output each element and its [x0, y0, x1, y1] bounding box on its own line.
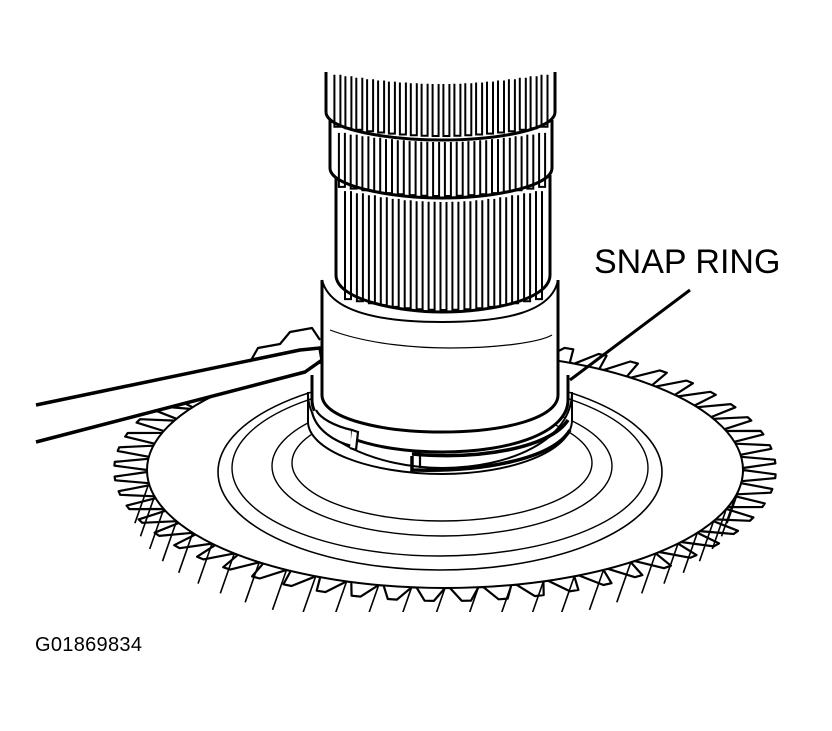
gear-flank-line [271, 569, 288, 611]
spline-tooth [463, 201, 472, 311]
shaft-smooth-section [320, 279, 560, 434]
spline-tooth [540, 74, 549, 128]
spline-tooth [396, 140, 405, 196]
spline-tooth [367, 195, 376, 305]
spline-tooth [497, 80, 505, 134]
gear-flank-line [244, 562, 260, 603]
gear-flank-line [134, 482, 150, 524]
gear-flank-line [368, 584, 380, 612]
spline-tooth [420, 141, 429, 197]
spline-tooth [538, 132, 547, 188]
snap-ring [310, 409, 572, 472]
spline-tooth [464, 83, 473, 137]
gear-flank-line [501, 584, 513, 612]
spline-tooth [439, 202, 448, 311]
spline-tooth [523, 193, 532, 303]
spline-tooth [379, 197, 388, 307]
spline-tooth [398, 82, 407, 136]
spline-teeth-middle [337, 132, 547, 197]
spline-tooth [511, 195, 520, 305]
snap-ring-callout: SNAP RING [569, 243, 780, 382]
spline-tooth [366, 79, 375, 133]
gear-flank-line [682, 532, 699, 574]
gear-flank-line [726, 482, 742, 524]
spline-tooth [385, 139, 393, 195]
gear-flank-line [588, 569, 605, 611]
spline-tooth [373, 137, 382, 193]
gear-flank-line [698, 520, 715, 562]
spline-tooth [467, 141, 476, 197]
spline-tooth [487, 198, 496, 308]
spline-tooth [427, 201, 436, 311]
spline-tooth [529, 76, 538, 130]
gear-flank-line [219, 553, 236, 594]
figure-id: G01869834 [35, 634, 143, 656]
spline-tooth [337, 132, 346, 188]
spline-teeth-upper [333, 74, 549, 137]
spline-tooth [502, 137, 511, 193]
gear-flank-line [531, 581, 545, 612]
spline-tooth [514, 136, 523, 192]
gear-flank-line [711, 508, 728, 550]
spline-tooth [344, 76, 353, 130]
callout-leader-line [569, 288, 691, 382]
spline-tooth [518, 77, 527, 131]
spline-tooth [526, 134, 535, 190]
spline-tooth [451, 201, 460, 311]
spline-tooth [349, 134, 358, 190]
spline-tooth [432, 142, 441, 197]
spline-tooth [535, 191, 543, 301]
gear-flank-line [402, 587, 413, 612]
spline-tooth [455, 141, 464, 197]
spline-tooth [355, 193, 364, 303]
spline-tooth [408, 141, 417, 197]
spline-tooth [486, 81, 494, 135]
spline-tooth [443, 142, 452, 197]
spline-tooth [409, 83, 418, 137]
splined-shaft [324, 72, 557, 314]
spline-tooth [442, 84, 451, 137]
gear-flank-line [640, 553, 657, 594]
spline-tooth [479, 140, 488, 196]
gear-flank-line [720, 496, 737, 537]
spline-teeth-lower [344, 191, 543, 311]
gear-flank-line [177, 532, 194, 574]
spline-tooth [391, 198, 400, 308]
spline-tooth [475, 200, 484, 310]
gear-flank-line [197, 543, 213, 584]
gear-flank-line [435, 587, 446, 612]
spline-tooth [355, 77, 364, 131]
spline-tooth [499, 197, 508, 307]
gear-flank-line [468, 587, 480, 612]
spline-tooth [387, 81, 396, 135]
gear-flank-lines [134, 482, 742, 612]
gear-flank-line [161, 520, 178, 562]
gear-flank-line [560, 576, 576, 612]
spline-tooth [491, 139, 499, 195]
gear-flank-line [616, 562, 632, 603]
gear-flank-line [663, 543, 679, 584]
spline-tooth [507, 79, 516, 133]
spline-tooth [377, 80, 386, 134]
spline-tooth [361, 136, 370, 192]
spline-tooth [453, 83, 462, 137]
gear-flank-line [302, 576, 317, 612]
spline-tooth [475, 82, 484, 136]
spline-tooth [403, 200, 412, 310]
gear-flank-line [148, 508, 165, 550]
spline-tooth [333, 74, 342, 128]
gear-flank-line [335, 581, 348, 612]
spline-tooth [431, 84, 440, 137]
spline-tooth [415, 201, 424, 311]
callout-label: SNAP RING [594, 243, 780, 281]
spline-tooth [344, 191, 352, 301]
gear-flank-line [139, 496, 156, 537]
spline-tooth [420, 83, 429, 137]
